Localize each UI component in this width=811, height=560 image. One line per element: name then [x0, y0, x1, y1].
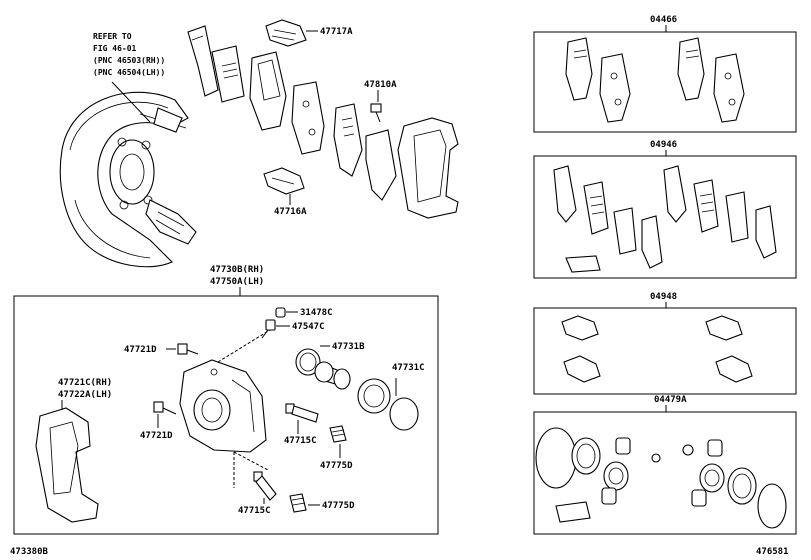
bolt-47810A-illustration	[370, 103, 382, 123]
pin-47715C-top-illustration	[285, 403, 319, 423]
kit-04946-shims-illustration	[553, 165, 777, 273]
label-47547C: 47547C	[292, 322, 325, 332]
kit-04479A-box	[533, 411, 797, 535]
label-47715C-bottom: 47715C	[238, 506, 271, 516]
note-line-4: (PNC 46504(LH))	[93, 68, 165, 77]
label-47730B: 47730B(RH)	[210, 265, 264, 275]
clip-47716A-illustration	[263, 167, 305, 195]
label-47731C: 47731C	[392, 363, 425, 373]
label-47775D-bottom: 47775D	[322, 501, 355, 511]
kit-04466-box	[533, 31, 797, 133]
note-line-1: REFER TO	[93, 32, 132, 41]
note-line-3: (PNC 46503(RH))	[93, 56, 165, 65]
label-47775D-top: 47775D	[320, 461, 353, 471]
kit-04466-pads-illustration	[565, 37, 745, 123]
label-kit-04946: 04946	[650, 140, 677, 150]
mounting-47721C-illustration	[35, 407, 99, 523]
label-47721D-top: 47721D	[124, 345, 157, 355]
caliper-assembly-box	[13, 295, 439, 535]
label-47715C-top: 47715C	[284, 436, 317, 446]
clip-47717A-illustration	[265, 19, 307, 47]
kit-04946-box	[533, 155, 797, 279]
boot-47775D-bottom-illustration	[289, 493, 307, 513]
kit-04948-box	[533, 307, 797, 395]
pin-47715C-bottom-illustration	[253, 471, 277, 501]
dust-shield-illustration	[59, 81, 197, 268]
footer-right-code: 476581	[756, 547, 789, 557]
kit-04479A-seals-illustration	[535, 427, 787, 529]
caliper-bracket-top-illustration	[397, 117, 459, 219]
piston-47731B-illustration	[295, 348, 351, 390]
label-31478C: 31478C	[300, 308, 333, 318]
caliper-body-illustration	[179, 359, 267, 453]
label-47731B: 47731B	[332, 342, 365, 352]
label-47716A: 47716A	[274, 207, 307, 217]
label-47810A: 47810A	[364, 80, 397, 90]
label-47717A: 47717A	[320, 27, 353, 37]
boot-47775D-top-illustration	[329, 425, 347, 443]
note-line-2: FIG 46-01	[93, 44, 137, 53]
label-47750A: 47750A(LH)	[210, 277, 264, 287]
kit-04948-clips-illustration	[561, 315, 753, 383]
bleeder-parts-illustration	[261, 307, 286, 339]
label-47722A: 47722A(LH)	[58, 390, 112, 400]
label-kit-04948: 04948	[650, 292, 677, 302]
top-pads-and-shims	[187, 25, 397, 201]
label-47721C: 47721C(RH)	[58, 378, 112, 388]
label-kit-04466: 04466	[650, 15, 677, 25]
bolt-47721D-bottom-illustration	[153, 401, 177, 415]
seal-47731C-illustration	[357, 378, 419, 431]
label-kit-04479A: 04479A	[654, 395, 687, 405]
label-47721D-bottom: 47721D	[140, 431, 173, 441]
footer-left-code: 473380B	[10, 547, 49, 557]
bolt-47721D-top-illustration	[177, 343, 199, 355]
